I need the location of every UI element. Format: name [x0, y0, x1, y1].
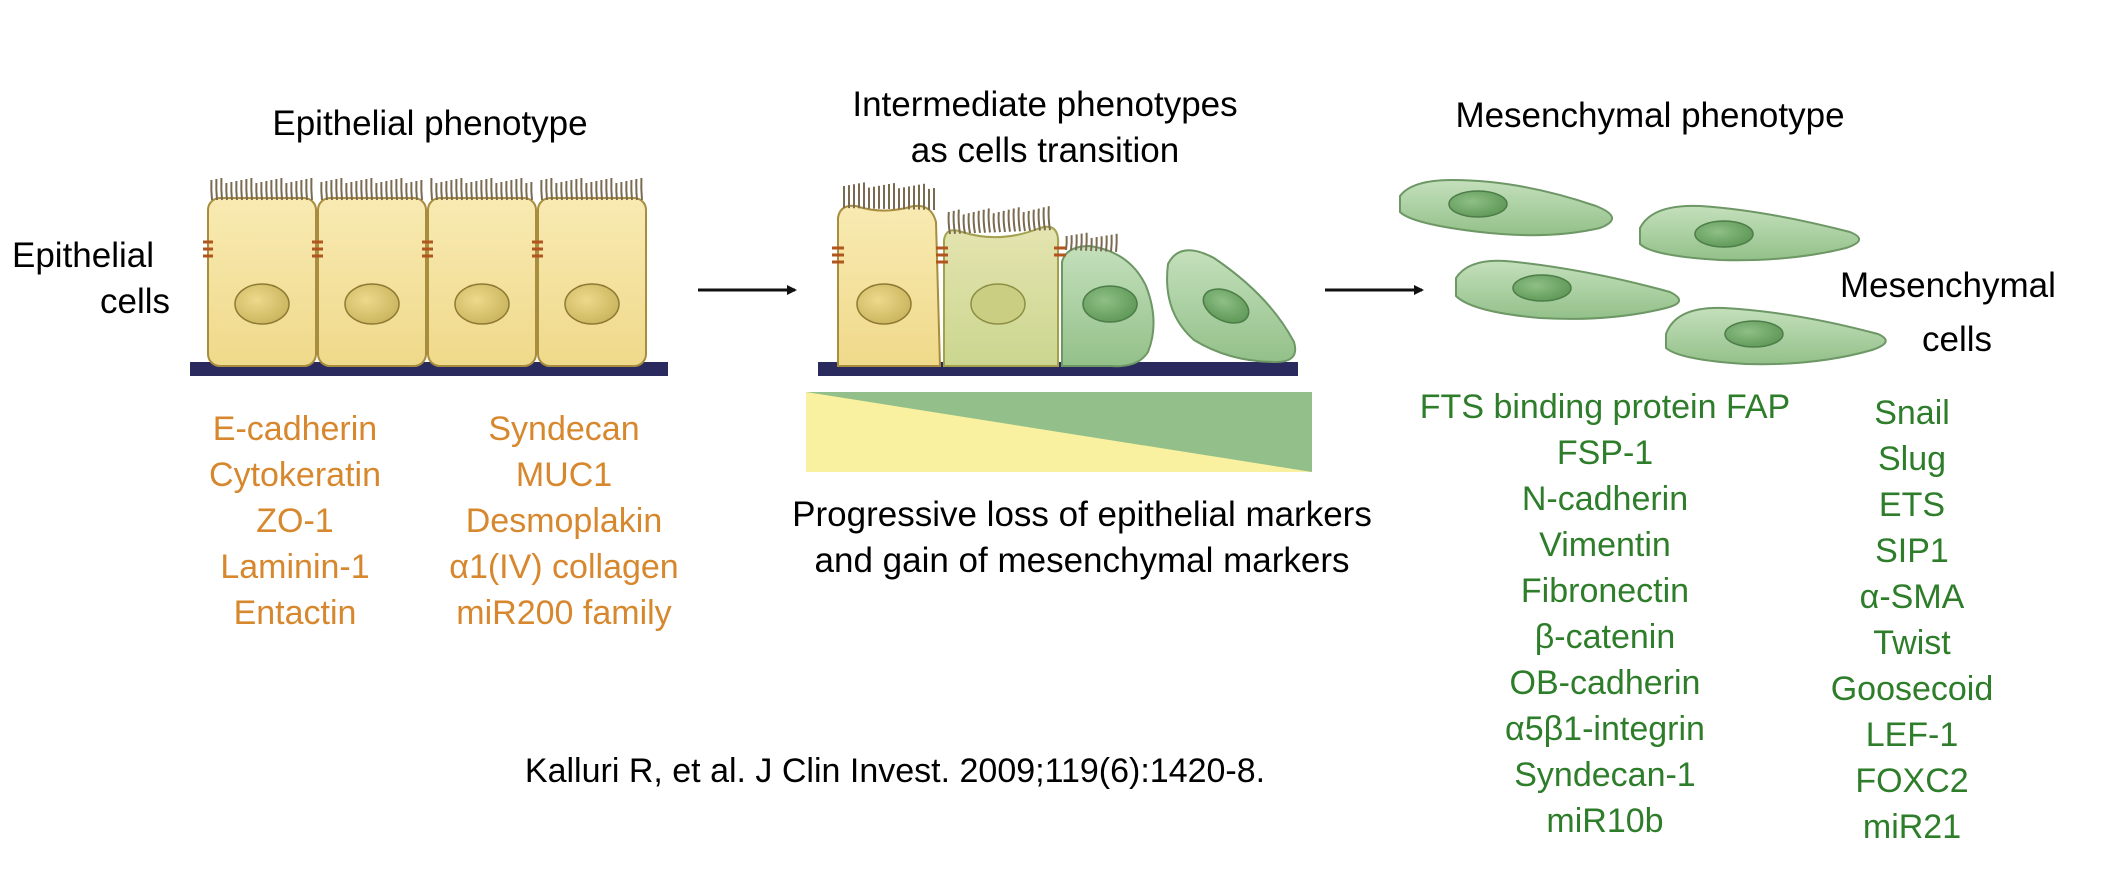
intermediate-cell-4: [1166, 249, 1297, 364]
cell-junctions: [832, 246, 1066, 264]
epithelial-marker: α1(IV) collagen: [449, 548, 679, 586]
mesenchymal-marker: N-cadherin: [1521, 480, 1689, 518]
progressive-loss-caption-line2: and gain of mesenchymal markers: [814, 541, 1350, 580]
epithelial-marker: Entactin: [233, 594, 357, 632]
mesenchymal-marker: Snail: [1874, 394, 1950, 432]
mesenchymal-marker: FTS binding protein FAP: [1419, 388, 1791, 426]
mesenchymal-marker: FOXC2: [1855, 762, 1969, 800]
epithelial-cell-1: [207, 197, 317, 367]
mesenchymal-phenotype-title: Mesenchymal phenotype: [1455, 96, 1845, 135]
epithelial-marker: E-cadherin: [212, 410, 378, 448]
epithelial-marker: Laminin-1: [220, 548, 370, 586]
mesenchymal-cells-label-line1: Mesenchymal: [1840, 266, 2056, 305]
mesenchymal-markers-left-list: FTS binding protein FAP FSP-1 N-cadherin…: [1420, 384, 1790, 844]
cell-junctions: [203, 240, 543, 258]
intermediate-phenotypes-title-line2: as cells transition: [910, 131, 1180, 170]
mesenchymal-marker: Syndecan-1: [1514, 756, 1696, 794]
citation: Kalluri R, et al. J Clin Invest. 2009;11…: [524, 752, 1266, 790]
epithelial-cell-3: [427, 197, 537, 367]
mesenchymal-marker: α-SMA: [1859, 578, 1965, 616]
microvilli: [843, 182, 1118, 252]
mesenchymal-marker: SIP1: [1875, 532, 1949, 570]
intermediate-cell-2: [943, 225, 1060, 367]
mesenchymal-markers-right-list: Snail Slug ETS SIP1 α-SMA Twist Goosecoi…: [1831, 390, 1994, 850]
intermediate-cell-layer: [818, 182, 1298, 376]
mesenchymal-marker: β-catenin: [1534, 618, 1676, 656]
mesenchymal-cell-group: [1399, 178, 1887, 366]
epithelial-cells-label-line1: Epithelial: [12, 236, 155, 275]
epithelial-marker: MUC1: [515, 456, 613, 494]
epithelial-cell-2: [317, 197, 427, 367]
mesenchymal-marker: miR21: [1862, 808, 1962, 846]
microvilli: [210, 177, 643, 201]
mesenchymal-marker: LEF-1: [1865, 716, 1959, 754]
mesenchymal-cells-label-line2: cells: [1922, 320, 1993, 359]
mesenchymal-cell-4: [1665, 306, 1887, 366]
epithelial-cell-layer: [190, 177, 668, 376]
epithelial-cells-label-line2: cells: [100, 282, 171, 321]
mesenchymal-marker: miR10b: [1546, 802, 1664, 840]
mesenchymal-marker: OB-cadherin: [1509, 664, 1701, 702]
epithelial-marker: Desmoplakin: [465, 502, 663, 540]
mesenchymal-marker: ETS: [1878, 486, 1946, 524]
intermediate-phenotypes-title-line1: Intermediate phenotypes: [852, 85, 1238, 124]
mesenchymal-marker: Goosecoid: [1830, 670, 1994, 708]
intermediate-cell-3: [1061, 244, 1155, 368]
epithelial-cell-4: [537, 197, 647, 367]
epithelial-phenotype-title: Epithelial phenotype: [272, 104, 588, 143]
mesenchymal-marker: Twist: [1873, 624, 1951, 662]
intermediate-cell-1: [837, 204, 942, 367]
epithelial-marker: miR200 family: [456, 594, 672, 632]
epithelial-markers-right-list: Syndecan MUC1 Desmoplakin α1(IV) collage…: [449, 406, 678, 636]
mesenchymal-marker-region: [806, 392, 1312, 472]
mesenchymal-cell-3: [1455, 259, 1680, 320]
epithelial-markers-left-list: E-cadherin Cytokeratin ZO-1 Laminin-1 En…: [209, 406, 381, 636]
epithelial-marker: Syndecan: [488, 410, 640, 448]
mesenchymal-marker: FSP-1: [1556, 434, 1654, 472]
mesenchymal-marker: Fibronectin: [1520, 572, 1690, 610]
epithelial-marker: ZO-1: [256, 502, 334, 540]
mesenchymal-marker: Slug: [1877, 440, 1947, 478]
mesenchymal-cell-1: [1399, 178, 1613, 237]
mesenchymal-marker: Vimentin: [1539, 526, 1671, 564]
epithelial-marker: Cytokeratin: [209, 456, 381, 494]
progressive-loss-caption-line1: Progressive loss of epithelial markers: [792, 495, 1372, 534]
marker-gradient-wedge: [806, 392, 1312, 472]
mesenchymal-marker: α5β1-integrin: [1505, 710, 1705, 748]
mesenchymal-cell-2: [1639, 204, 1860, 262]
